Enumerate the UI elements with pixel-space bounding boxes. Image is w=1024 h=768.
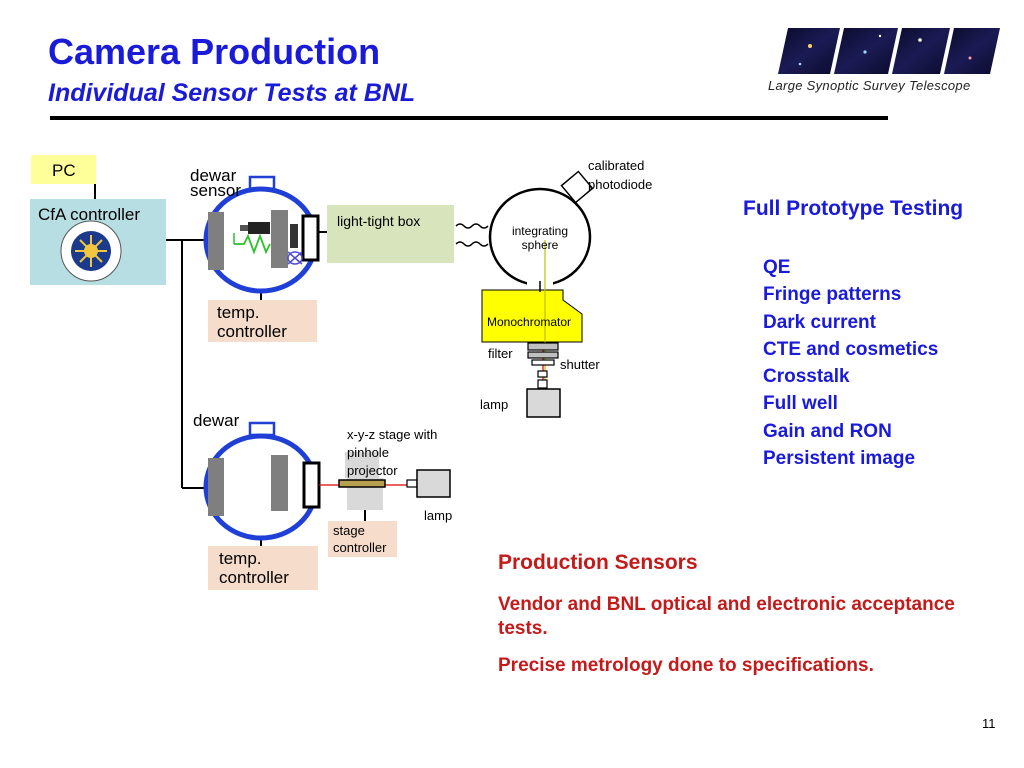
xyz-stage-label: x-y-z stage with pinhole projector (347, 427, 438, 478)
lamp-bottom-label: lamp (424, 508, 453, 523)
shutter-element (531, 359, 555, 366)
stage-controller-label: stage controller (333, 523, 387, 555)
list-item: QE (763, 257, 791, 278)
production-sensors-heading: Production Sensors (498, 551, 698, 574)
page-number: 11 (982, 716, 996, 731)
stage-controller-box (328, 521, 397, 557)
cfa-controller-label: CfA controller (38, 205, 141, 224)
pc-label: PC (52, 161, 76, 180)
sensor-label: sensor (190, 181, 242, 200)
lamp-top (526, 388, 561, 418)
list-item: CTE and cosmetics (763, 338, 939, 360)
page-title: Camera Production (48, 31, 381, 72)
xyz-stage-block (345, 452, 379, 478)
smithsonian-seal-icon (60, 220, 122, 282)
list-item: Gain and RON (763, 420, 892, 442)
temp-controller-top-box (208, 300, 317, 342)
full-prototype-testing-heading: Full Prototype Testing (743, 197, 964, 220)
temp-controller-bottom-box (208, 546, 318, 590)
full-prototype-testing-list: QE Fringe patterns Dark current CTE and … (763, 254, 938, 472)
shutter-label: shutter (560, 357, 600, 372)
photodiode-icon (560, 170, 594, 204)
lamp-top-label: lamp (480, 397, 509, 412)
temp-controller-top-label: temp. controller (217, 303, 287, 341)
pinhole-projector (338, 479, 386, 488)
list-item: Persistent image (763, 448, 916, 470)
temp-controller-bottom-label: temp. controller (219, 549, 289, 587)
light-tight-box (327, 205, 454, 263)
lamp-bottom (416, 469, 451, 498)
fiber-bundle (455, 223, 489, 247)
production-sensors-line-1: Vendor and BNL optical and electronic ac… (498, 594, 955, 639)
production-sensors-line-2: Precise metrology done to specifications… (498, 655, 874, 676)
dewar-top (203, 175, 320, 294)
integrating-sphere-label: integrating sphere (511, 224, 569, 252)
dewar-bottom (203, 421, 321, 541)
filter-element (527, 342, 559, 351)
logo-tagline: Large Synoptic Survey Telescope (768, 78, 971, 93)
monochromator-box (481, 289, 583, 343)
list-item: Dark current (763, 311, 876, 333)
monochromator-label: Monochromator (487, 315, 572, 329)
dewar-bottom-label: dewar (193, 411, 240, 430)
page-subtitle: Individual Sensor Tests at BNL (48, 79, 416, 107)
pc-box (31, 155, 96, 184)
title-rule (50, 116, 888, 120)
list-item: Crosstalk (763, 366, 850, 388)
list-item: Fringe patterns (763, 284, 902, 306)
light-tight-box-label: light-tight box (337, 213, 421, 229)
filter-label: filter (488, 346, 513, 361)
calibrated-photodiode-label: calibrated photodiode (588, 158, 653, 192)
list-item: Full well (763, 393, 838, 415)
lsst-logo (778, 28, 1000, 74)
dewar-top-label: dewar (190, 166, 237, 185)
